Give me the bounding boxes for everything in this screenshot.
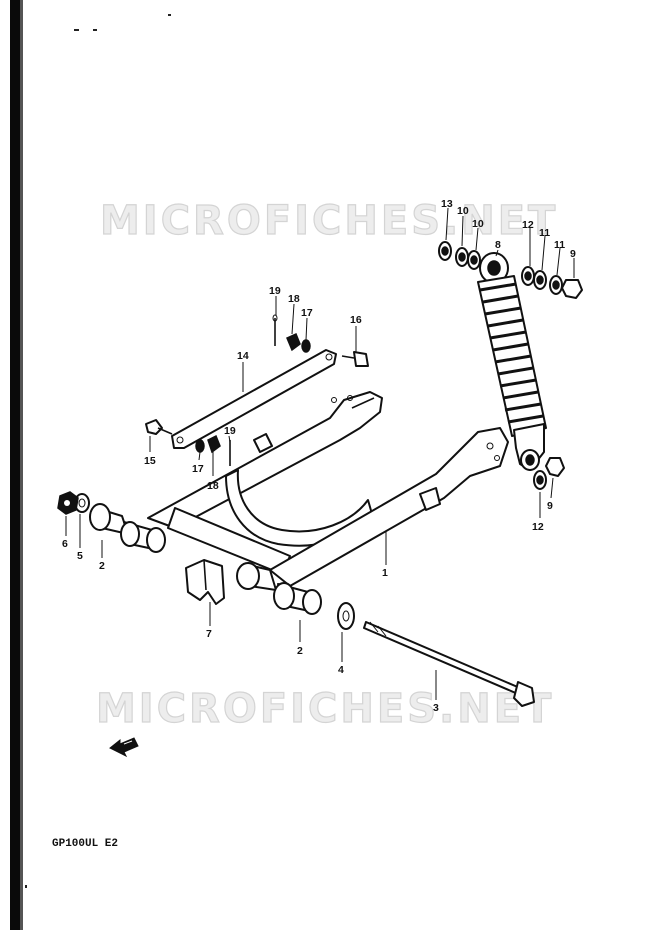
callout-12-top: 12 bbox=[522, 219, 534, 231]
washer-11a bbox=[533, 270, 547, 290]
callout-7: 7 bbox=[206, 628, 212, 640]
washer-12-bottom bbox=[533, 470, 547, 490]
cotter-pin-19-upper bbox=[272, 314, 278, 346]
callout-1: 1 bbox=[382, 567, 388, 579]
model-code: GP100UL E2 bbox=[52, 838, 118, 850]
chain-guard-7 bbox=[185, 559, 225, 605]
washer-10b bbox=[467, 250, 481, 270]
callout-2-right: 2 bbox=[297, 645, 303, 657]
callout-19-upper: 19 bbox=[269, 285, 281, 297]
bolt-15 bbox=[145, 419, 173, 435]
callout-19-lower: 19 bbox=[224, 425, 236, 437]
callout-17-upper: 17 bbox=[301, 307, 313, 319]
callout-9-bottom: 9 bbox=[547, 500, 553, 512]
bushing-left bbox=[89, 503, 166, 553]
nut-18-upper bbox=[286, 332, 301, 352]
callout-2-left: 2 bbox=[99, 560, 105, 572]
callout-9-top: 9 bbox=[570, 248, 576, 260]
pivot-shaft-3 bbox=[363, 621, 535, 707]
callout-4: 4 bbox=[338, 664, 344, 676]
callout-18-upper: 18 bbox=[288, 293, 300, 305]
callout-11-a: 11 bbox=[539, 227, 550, 239]
washer-13 bbox=[438, 241, 452, 261]
callout-17-lower: 17 bbox=[192, 463, 204, 475]
callout-10-b: 10 bbox=[472, 218, 484, 230]
callout-10-a: 10 bbox=[457, 205, 469, 217]
callout-6: 6 bbox=[62, 538, 68, 550]
washer-17-upper bbox=[301, 339, 311, 353]
washer-12-top bbox=[521, 266, 535, 286]
washer-11b bbox=[549, 275, 563, 295]
bolt-16 bbox=[341, 351, 369, 367]
callout-15: 15 bbox=[144, 455, 156, 467]
scan-specks bbox=[25, 14, 171, 888]
scan-border-shadow bbox=[20, 0, 23, 930]
callout-13: 13 bbox=[441, 198, 453, 210]
callout-16: 16 bbox=[350, 314, 362, 326]
callout-18-lower: 18 bbox=[207, 480, 219, 492]
nut-6 bbox=[57, 491, 79, 515]
callout-12-bottom: 12 bbox=[532, 521, 544, 533]
shock-spring-coils bbox=[479, 282, 544, 424]
front-direction-arrow-icon bbox=[109, 737, 139, 758]
callout-5: 5 bbox=[77, 550, 83, 562]
callout-8: 8 bbox=[495, 239, 501, 251]
callout-3: 3 bbox=[433, 702, 439, 714]
scan-border bbox=[10, 0, 20, 930]
cap-nut-9-bottom bbox=[545, 457, 565, 477]
callout-11-b: 11 bbox=[554, 239, 565, 251]
torque-rod-14 bbox=[171, 349, 337, 449]
swing-arm bbox=[147, 391, 509, 587]
leader-lines bbox=[65, 207, 575, 700]
washer-10a bbox=[455, 247, 469, 267]
watermark-top: MICROFICHES.NET bbox=[100, 198, 558, 244]
washer-4 bbox=[337, 602, 355, 630]
washer-17-lower bbox=[195, 439, 205, 453]
callout-labels: 1 2 2 3 4 5 6 7 8 9 9 10 10 11 11 12 12 … bbox=[62, 198, 576, 714]
watermark-bottom: MICROFICHES.NET bbox=[96, 686, 554, 732]
cap-nut-9-top bbox=[561, 279, 583, 299]
callout-14: 14 bbox=[237, 350, 249, 362]
nut-18-lower bbox=[207, 434, 221, 454]
shock-absorber-8 bbox=[477, 252, 547, 471]
bushing-right bbox=[236, 562, 322, 615]
